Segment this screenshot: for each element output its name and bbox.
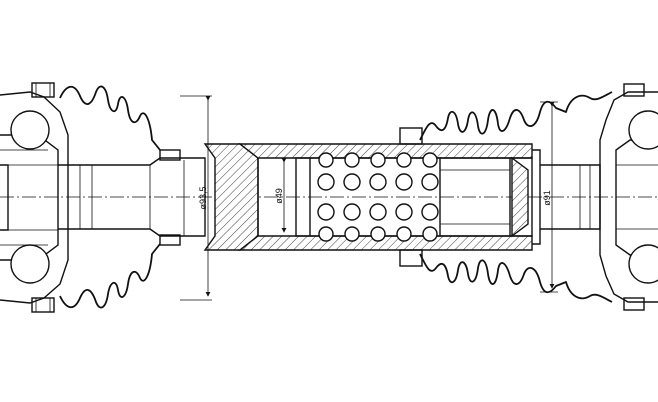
dimension-left-boot: ø93,5: [180, 95, 212, 301]
right-cv-joint: [599, 83, 658, 311]
bearing-balls: [317, 152, 439, 242]
dim-label-right: ø91: [542, 190, 552, 206]
right-cv-ball-top: [628, 110, 658, 150]
right-boot-bottom: [419, 253, 613, 303]
centre-tube: [203, 127, 541, 267]
right-cv-ball-bottom: [628, 244, 658, 284]
left-boot-bottom: [59, 243, 161, 309]
left-cv-joint: [0, 82, 69, 313]
ball-row-3: [317, 203, 439, 221]
left-cv-ball-top: [10, 110, 50, 150]
ball-row-2: [317, 173, 439, 191]
left-cv-ball-bottom: [10, 244, 50, 284]
ball-row-4: [318, 226, 438, 242]
left-shaft: [58, 149, 206, 246]
right-boot-top: [419, 91, 613, 141]
left-boot-top: [59, 85, 161, 151]
dim-label-left: ø93,5: [198, 186, 208, 209]
dimension-right-boot: ø91: [540, 101, 558, 293]
dim-label-tube: ø49: [274, 188, 284, 204]
ball-row-1: [318, 152, 438, 168]
dimension-tube: ø49: [274, 158, 287, 233]
